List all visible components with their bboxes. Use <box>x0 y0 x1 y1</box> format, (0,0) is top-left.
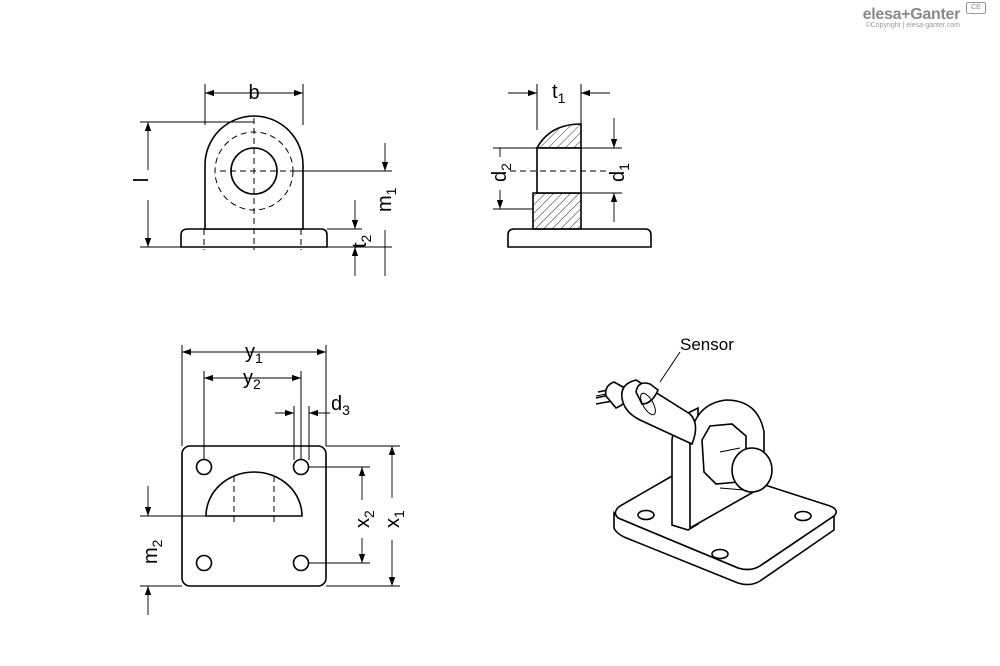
iso-base-side <box>613 510 835 586</box>
label-d1: d1 <box>607 163 632 182</box>
label-b: b <box>248 82 259 104</box>
label-d2: d2 <box>489 163 514 182</box>
iso-sensor-groove <box>640 392 656 416</box>
hole-bottom-right <box>292 554 310 572</box>
label-d1-sub: 1 <box>616 163 632 171</box>
iso-hole-right <box>794 510 812 522</box>
iso-hole-left <box>637 509 655 521</box>
brand-logo: elesa+Ganter ©Copyright | elesa-ganter.c… <box>862 6 961 29</box>
label-t2: t2 <box>349 234 374 248</box>
label-y2: y2 <box>243 367 261 392</box>
label-x2-main: x <box>352 518 374 528</box>
label-l: l <box>131 178 153 182</box>
label-m2-main: m <box>140 547 162 564</box>
svg-text:x1: x1 <box>382 510 407 528</box>
svg-text:t2: t2 <box>349 234 374 248</box>
iso-sensor-ring <box>635 382 659 405</box>
label-m2-sub: 2 <box>149 539 165 547</box>
side-section-lower <box>532 192 582 230</box>
label-y1: y1 <box>245 341 263 366</box>
label-m1: m1 <box>374 187 399 212</box>
side-view: t1 d1 d2 <box>489 81 652 248</box>
hole-bottom-left <box>195 554 213 572</box>
svg-text:d1: d1 <box>607 163 632 182</box>
svg-text:m1: m1 <box>374 187 399 212</box>
sensor-leader-line <box>659 351 681 383</box>
label-x2-sub: 2 <box>361 510 377 518</box>
label-d2-sub: 2 <box>498 163 514 171</box>
label-x1-sub: 1 <box>391 510 407 518</box>
hole-top-left <box>195 458 213 476</box>
front-view: b l m1 t2 <box>131 82 399 276</box>
label-m2: m2 <box>140 539 165 564</box>
isometric-view: Sensor <box>595 335 838 586</box>
label-y1-main: y <box>245 341 255 363</box>
label-m1-main: m <box>374 195 396 212</box>
label-m1-sub: 1 <box>383 187 399 195</box>
label-t1: t1 <box>552 81 566 106</box>
label-d3-sub: 3 <box>342 402 350 418</box>
label-x2: x2 <box>352 510 377 528</box>
brand-name: elesa+Ganter <box>862 6 961 23</box>
label-d3-main: d <box>331 393 342 415</box>
top-view: y1 y2 d3 x1 x2 m2 <box>140 341 407 615</box>
label-d1-main: d <box>607 171 629 182</box>
label-t2-sub: 2 <box>358 234 374 242</box>
svg-text:x2: x2 <box>352 510 377 528</box>
svg-text:m2: m2 <box>140 539 165 564</box>
side-section-upper <box>535 123 582 149</box>
hole-top-right <box>292 458 310 476</box>
iso-sensor-face <box>731 447 773 493</box>
label-x1: x1 <box>382 510 407 528</box>
label-t1-main: t <box>552 81 558 103</box>
label-sensor: Sensor <box>680 335 734 354</box>
iso-sensor-barrel <box>719 447 745 491</box>
iso-hole-front <box>711 548 729 560</box>
label-t2-main: t <box>349 242 371 248</box>
label-y2-main: y <box>243 367 253 389</box>
brand-copyright: ©Copyright | elesa-ganter.com <box>865 22 960 29</box>
label-d3: d3 <box>331 393 350 418</box>
label-y1-sub: 1 <box>255 350 263 366</box>
ce-mark-icon: CE <box>966 2 986 14</box>
label-y2-sub: 2 <box>253 376 261 392</box>
label-x1-main: x <box>382 518 404 528</box>
label-t1-sub: 1 <box>558 90 566 106</box>
label-d2-main: d <box>489 171 511 182</box>
svg-text:d2: d2 <box>489 163 514 182</box>
side-base-plate <box>507 228 652 248</box>
top-upright-footprint <box>205 471 303 517</box>
